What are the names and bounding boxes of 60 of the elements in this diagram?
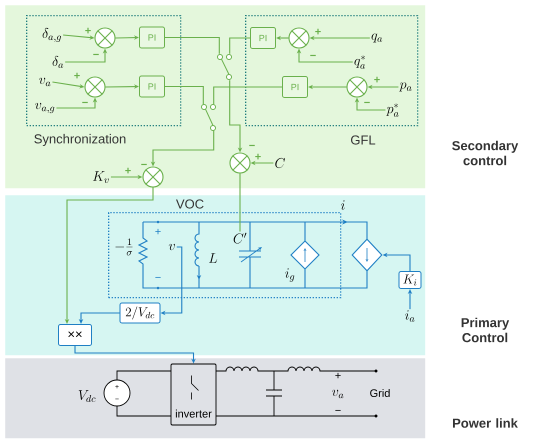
signal-label: $p_a$ [399, 82, 412, 92]
group-heading: Synchronization [34, 134, 126, 146]
polarity-sign: + [335, 372, 341, 378]
summing-junction [288, 27, 310, 49]
polarity-sign: + [155, 228, 161, 234]
section-heading: Primary Control [462, 318, 510, 342]
sign-label: + [125, 168, 131, 174]
formula-label: $v_a$ [332, 390, 344, 398]
sign-label: + [74, 72, 80, 78]
signal-label: $i_a$ [405, 310, 414, 322]
signal-label: $q_a^*$ [354, 55, 366, 69]
switch-symbol [217, 54, 232, 80]
block-box: PI [282, 76, 308, 98]
formula-label: $L$ [208, 253, 218, 263]
signal-label: $K_v$ [92, 171, 109, 183]
terminal-label: Grid [370, 388, 390, 398]
signal-label: $C'$ [234, 232, 246, 244]
connector-arrow [229, 37, 250, 54]
sign-label: − [249, 144, 255, 146]
summing-junction [94, 27, 116, 49]
formula-label: $V_{dc}$ [78, 390, 96, 402]
signal-label: $C$ [275, 158, 286, 168]
block-box: $K_i$ [398, 271, 422, 289]
formula-label: $-\frac{1}{\sigma}$ [115, 238, 132, 256]
polarity-sign: − [155, 276, 161, 278]
block-box: $2/V_{dc}$ [120, 302, 160, 324]
sign-label: + [315, 28, 321, 34]
signal-label: $q_a$ [372, 33, 382, 42]
formula-label: $i_g$ [285, 268, 294, 282]
polarity-sign: − [335, 410, 341, 411]
summing-junction [142, 166, 164, 188]
section-heading: Power link [453, 418, 518, 428]
block-box: PI [139, 26, 165, 48]
block-box: PI [139, 76, 165, 98]
sign-label: − [364, 102, 370, 104]
summing-junction [84, 76, 106, 98]
sign-label: − [141, 164, 147, 166]
summing-junction [229, 152, 251, 174]
inverter-box: inverter [170, 364, 216, 426]
signal-label: $\delta_a$ [52, 56, 64, 68]
sign-label: + [374, 76, 380, 82]
sign-label: + [85, 28, 91, 34]
signal-label: $v_a$ [39, 78, 50, 86]
block-box: ×× [58, 324, 92, 346]
block-box: PI [250, 27, 276, 49]
signal-label: $p_a^*$ [386, 103, 399, 117]
group-heading: GFL [351, 135, 376, 145]
switch-symbol [201, 104, 216, 131]
signal-label: $\delta_{a,g}$ [42, 28, 62, 42]
summing-junction [346, 76, 368, 98]
section-heading: Secondary control [452, 140, 518, 166]
sign-label: − [93, 54, 99, 56]
signal-label: $v_{a,g}$ [35, 102, 54, 114]
group-heading: VOC [176, 199, 204, 209]
connector-arrow [165, 86, 204, 104]
formula-label: $i$ [341, 200, 345, 210]
sign-label: − [82, 102, 88, 104]
sign-label: + [255, 154, 261, 160]
sign-label: − [310, 54, 316, 56]
signal-label: $v$ [168, 244, 175, 250]
